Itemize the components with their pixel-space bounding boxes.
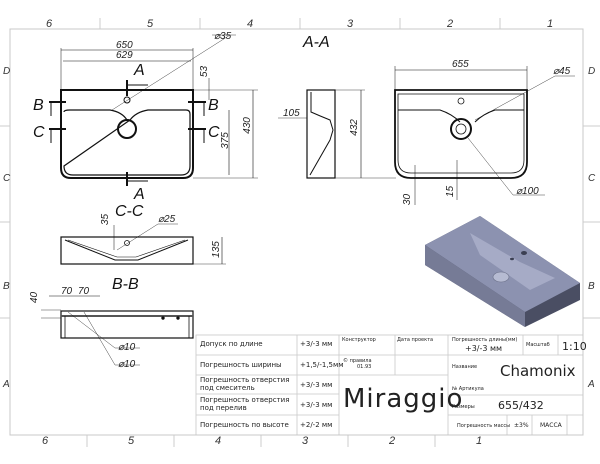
tolerance-value-mixer-hole: +3/-3 мм xyxy=(300,381,333,389)
dim-bb-hole-2: ⌀10 xyxy=(118,359,136,370)
length-tolerance-label: Погрешность длины(мм) xyxy=(452,337,518,343)
section-aa-label: A-A xyxy=(303,34,330,51)
zone-column-4-top: 4 xyxy=(247,18,254,30)
dim-bb-depth: 40 xyxy=(29,291,41,304)
cut-marker-a-top: A xyxy=(134,62,145,79)
dim-overall-width: 650 xyxy=(116,40,133,51)
dim-cc-height: 135 xyxy=(210,241,222,258)
dim-overflow-diameter: ⌀45 xyxy=(553,66,571,77)
product-name: Chamonix xyxy=(500,362,576,380)
section-cc-drawing xyxy=(60,223,226,265)
copyright-line-1: © правила xyxy=(343,358,372,364)
cut-marker-b-left: B xyxy=(33,97,44,114)
mass-tolerance-label: Погрешность массы xyxy=(457,423,511,429)
dim-cc-hole-diameter: ⌀25 xyxy=(158,214,176,225)
dim-side-depth-offset: 105 xyxy=(283,108,300,119)
zone-row-a-left: A xyxy=(3,379,10,390)
dim-bb-hole-1: ⌀10 xyxy=(118,342,136,353)
zone-row-b-right: B xyxy=(588,281,595,292)
section-aa-drawing xyxy=(394,66,575,205)
tolerance-value-height: +2/-2 мм xyxy=(300,421,333,429)
dim-tap-hole-diameter: ⌀35 xyxy=(214,31,232,42)
tolerance-label-width: Погрешность ширины xyxy=(200,361,282,369)
zone-column-3-bottom: 3 xyxy=(302,435,309,447)
zone-row-c-right: C xyxy=(588,173,596,184)
size-label: Размеры xyxy=(452,404,475,410)
brand-logo: Miraggio xyxy=(343,384,464,414)
dim-bowl-depth: 375 xyxy=(219,132,231,149)
zone-column-4-bottom: 4 xyxy=(215,435,222,447)
tolerance-label-height: Погрешность по высоте xyxy=(200,421,289,429)
sink-3d-render xyxy=(425,216,580,327)
project-date-label: Дата проекта xyxy=(397,337,434,343)
tolerance-value-width: +1,5/-1,5мм xyxy=(300,361,344,369)
title-block-grid xyxy=(195,334,584,436)
zone-column-2-top: 2 xyxy=(447,18,454,30)
zone-column-1-bottom: 1 xyxy=(476,435,483,447)
zone-column-5-top: 5 xyxy=(147,18,154,30)
cut-marker-c-right: C xyxy=(208,124,220,141)
zone-row-d-left: D xyxy=(3,66,11,77)
dim-cc-offset: 35 xyxy=(100,213,112,226)
length-tolerance-value: +3/-3 мм xyxy=(465,344,503,353)
mass-tolerance-value: ±3% xyxy=(514,422,529,429)
dim-foot-height: 30 xyxy=(402,193,414,206)
name-label: Название xyxy=(452,364,478,370)
zone-row-b-left: B xyxy=(3,281,10,292)
cut-marker-a-bottom: A xyxy=(134,186,145,203)
tolerance-label-overflow-hole: Погрешность отверстия под перелив xyxy=(200,396,290,412)
zone-row-a-right: A xyxy=(588,379,595,390)
article-label: № Артикула xyxy=(452,386,484,392)
zone-column-5-bottom: 5 xyxy=(128,435,135,447)
dim-bb-spacing-1: 70 xyxy=(61,286,73,297)
zone-row-c-left: C xyxy=(3,173,11,184)
dim-inner-width: 629 xyxy=(116,50,133,61)
section-bb-label: B-B xyxy=(112,276,139,293)
mass-label: МАССА xyxy=(540,422,562,429)
dim-bb-spacing-2: 70 xyxy=(78,286,90,297)
zone-row-d-right: D xyxy=(588,66,596,77)
tolerance-label-length: Допуск по длине xyxy=(200,340,263,348)
zone-column-3-top: 3 xyxy=(347,18,354,30)
zone-column-1-top: 1 xyxy=(547,18,554,30)
zone-column-6-top: 6 xyxy=(46,18,53,30)
dim-height: 430 xyxy=(241,117,253,134)
tolerance-value-overflow-hole: +3/-3 мм xyxy=(300,401,333,409)
dim-rim: 15 xyxy=(445,185,457,198)
side-section-drawing xyxy=(278,89,396,179)
dim-aa-width: 655 xyxy=(452,59,469,70)
scale-value: 1:10 xyxy=(562,340,587,353)
tolerance-value-length: +3/-3 мм xyxy=(300,340,333,348)
dim-drain-diameter: ⌀100 xyxy=(516,186,539,197)
section-bb-drawing xyxy=(41,295,194,366)
size-value: 655/432 xyxy=(498,399,544,412)
copyright-line-2: 01.93 xyxy=(357,364,372,370)
dim-tap-offset: 53 xyxy=(199,65,211,78)
cut-marker-c-left: C xyxy=(33,124,45,141)
constructor-label: Конструктор xyxy=(342,337,376,343)
section-cc-label: C-C xyxy=(115,203,144,220)
top-view-drawing xyxy=(49,34,258,186)
cut-marker-b-right: B xyxy=(208,97,219,114)
zone-column-2-bottom: 2 xyxy=(389,435,396,447)
tolerance-label-mixer-hole: Погрешность отверстия под смеситель xyxy=(200,376,290,392)
dim-aa-height: 432 xyxy=(348,119,360,136)
zone-column-6-bottom: 6 xyxy=(42,435,49,447)
scale-label: Масштаб xyxy=(526,342,550,348)
